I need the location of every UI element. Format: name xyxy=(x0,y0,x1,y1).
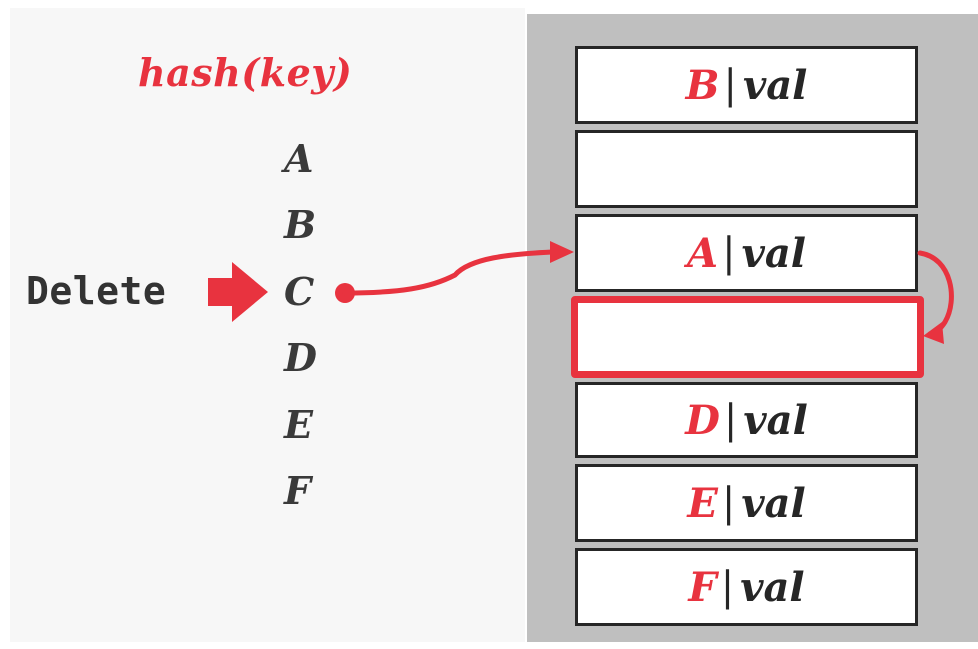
slot-separator: | xyxy=(722,230,736,276)
slot-separator: | xyxy=(723,62,737,108)
slot-3-deleted xyxy=(571,296,924,378)
slot-key: A xyxy=(687,229,719,277)
key-a: A xyxy=(284,136,314,181)
slot-5: E|val xyxy=(575,464,918,542)
key-c: C xyxy=(284,269,315,314)
key-f: F xyxy=(284,468,311,513)
key-e: E xyxy=(284,402,313,447)
slot-separator: | xyxy=(720,564,735,610)
left-panel xyxy=(10,8,525,642)
key-d: D xyxy=(284,335,317,380)
slot-0: B|val xyxy=(575,46,918,124)
slot-value: val xyxy=(741,479,806,527)
slot-separator: | xyxy=(723,397,738,443)
slot-value: val xyxy=(743,396,808,444)
key-b: B xyxy=(284,202,317,247)
slot-separator: | xyxy=(721,480,736,526)
slot-4: D|val xyxy=(575,382,918,458)
slot-value: val xyxy=(741,229,806,277)
slot-key: F xyxy=(688,563,717,611)
slot-1-empty xyxy=(575,130,918,208)
slot-key: D xyxy=(685,396,720,444)
slot-value: val xyxy=(742,61,808,109)
slot-key: B xyxy=(685,61,720,109)
slot-value: val xyxy=(740,563,805,611)
delete-label: Delete xyxy=(26,269,167,313)
slot-6: F|val xyxy=(575,548,918,626)
slot-key: E xyxy=(687,479,718,527)
slot-2: A|val xyxy=(575,214,918,292)
hash-function-title: hash(key) xyxy=(138,50,353,95)
